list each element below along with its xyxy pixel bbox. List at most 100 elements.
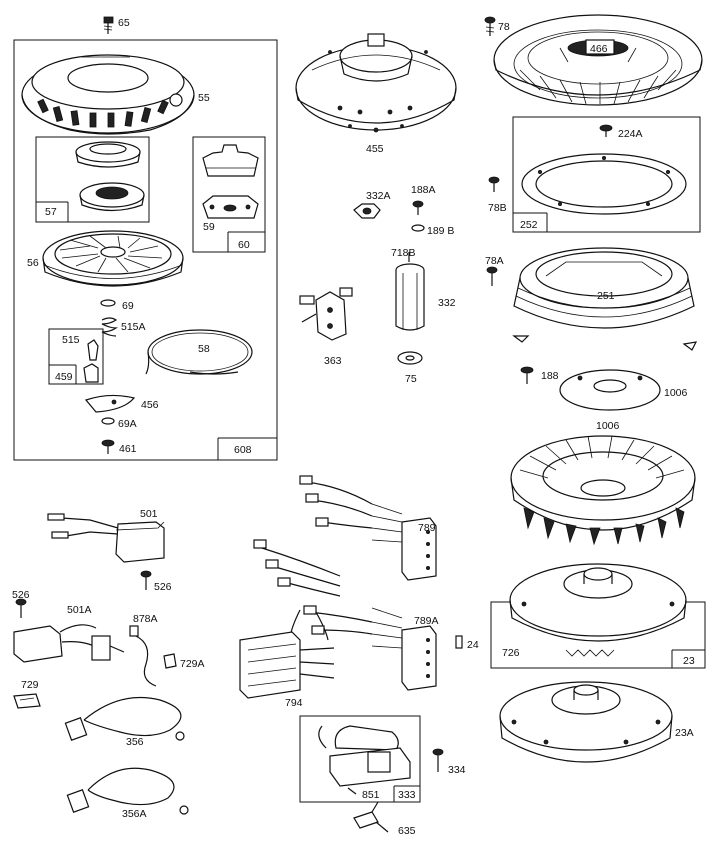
rope-58 xyxy=(145,329,253,375)
box-608 xyxy=(13,39,278,461)
label-188A: 188A xyxy=(411,184,436,196)
spring-515A xyxy=(101,317,118,337)
label-55: 55 xyxy=(198,92,210,104)
label-23: 23 xyxy=(683,655,695,667)
bracket-363 xyxy=(299,287,353,341)
label-188: 188 xyxy=(541,370,559,382)
harness-794 xyxy=(239,539,341,699)
label-526-a: 526 xyxy=(154,581,172,593)
label-608: 608 xyxy=(234,444,252,456)
label-356A: 356A xyxy=(122,808,147,820)
nut-332A xyxy=(353,203,381,219)
screw-78B xyxy=(488,176,500,192)
tool-635 xyxy=(353,801,389,833)
ground-wire-356 xyxy=(64,696,185,741)
label-69A: 69A xyxy=(118,418,137,430)
label-459: 459 xyxy=(55,371,73,383)
pawl-515 xyxy=(83,339,99,383)
label-851: 851 xyxy=(362,789,380,801)
label-1006-a: 1006 xyxy=(664,387,688,399)
label-24: 24 xyxy=(467,639,479,651)
label-23A: 23A xyxy=(675,727,694,739)
label-794: 794 xyxy=(285,697,303,709)
blower-housing-455 xyxy=(295,33,457,133)
label-59: 59 xyxy=(203,221,215,233)
label-526-b: 526 xyxy=(12,589,30,601)
label-729A: 729A xyxy=(180,658,205,670)
label-356: 356 xyxy=(126,736,144,748)
box-57 xyxy=(35,136,150,223)
spacer-332 xyxy=(395,263,425,331)
label-60: 60 xyxy=(238,239,250,251)
flywheel-726 xyxy=(509,563,687,657)
box-333 xyxy=(299,715,421,803)
pawl-59 xyxy=(202,144,259,219)
clip-729 xyxy=(13,693,41,709)
screw-461 xyxy=(101,439,115,454)
clip-729A xyxy=(163,653,177,669)
washer-69A xyxy=(101,417,115,425)
label-224A: 224A xyxy=(618,128,643,140)
terminal-24 xyxy=(455,635,463,649)
rotating-screen-466 xyxy=(493,14,703,106)
flywheel-23A xyxy=(499,681,673,763)
rivet-224A xyxy=(599,124,613,137)
label-718B: 718B xyxy=(391,247,416,259)
module-501 xyxy=(47,513,165,563)
label-75: 75 xyxy=(405,373,417,385)
label-456: 456 xyxy=(141,399,159,411)
label-78: 78 xyxy=(498,21,510,33)
retainer-ring-252 xyxy=(521,153,687,215)
label-58: 58 xyxy=(198,343,210,355)
box-252 xyxy=(512,116,701,233)
label-252: 252 xyxy=(520,219,538,231)
label-69: 69 xyxy=(122,300,134,312)
box-60 xyxy=(192,136,266,253)
label-726: 726 xyxy=(502,647,520,659)
ignition-armature-333 xyxy=(318,725,411,795)
label-332: 332 xyxy=(438,297,456,309)
label-466: 466 xyxy=(590,43,608,55)
pulley-56 xyxy=(42,230,184,287)
label-56: 56 xyxy=(27,257,39,269)
harness-789A xyxy=(303,605,437,691)
label-501: 501 xyxy=(140,508,158,520)
label-251: 251 xyxy=(597,290,615,302)
label-878A: 878A xyxy=(133,613,158,625)
screw-188 xyxy=(520,366,534,384)
label-65: 65 xyxy=(118,17,130,29)
washer-75 xyxy=(397,351,423,365)
label-455: 455 xyxy=(366,143,384,155)
label-461: 461 xyxy=(119,443,137,455)
washer-69 xyxy=(100,299,116,307)
label-334: 334 xyxy=(448,764,466,776)
screw-78 xyxy=(484,16,496,36)
label-515A: 515A xyxy=(121,321,146,333)
wire-878A xyxy=(129,625,157,687)
label-57: 57 xyxy=(45,206,57,218)
recoil-housing-55 xyxy=(21,54,195,135)
module-501A xyxy=(13,624,125,663)
washer-189B xyxy=(411,224,425,232)
label-515: 515 xyxy=(62,334,80,346)
blower-housing-251 xyxy=(512,247,698,351)
label-333: 333 xyxy=(398,789,416,801)
label-332A: 332A xyxy=(366,190,391,202)
spring-cup-57 xyxy=(75,141,145,212)
label-729: 729 xyxy=(21,679,39,691)
label-189B: 189 B xyxy=(427,225,454,237)
label-789A: 789A xyxy=(414,615,439,627)
screw-526-b xyxy=(15,598,27,618)
ground-wire-356A xyxy=(66,767,189,815)
plate-456 xyxy=(84,394,136,413)
label-1006-b: 1006 xyxy=(596,420,620,432)
flywheel-fan-1006 xyxy=(510,435,696,546)
label-363: 363 xyxy=(324,355,342,367)
screw-65 xyxy=(103,16,114,34)
screw-334 xyxy=(432,748,444,772)
label-78B: 78B xyxy=(488,202,507,214)
harness-789 xyxy=(299,475,437,581)
screw-188A xyxy=(412,200,424,215)
label-78A: 78A xyxy=(485,255,504,267)
